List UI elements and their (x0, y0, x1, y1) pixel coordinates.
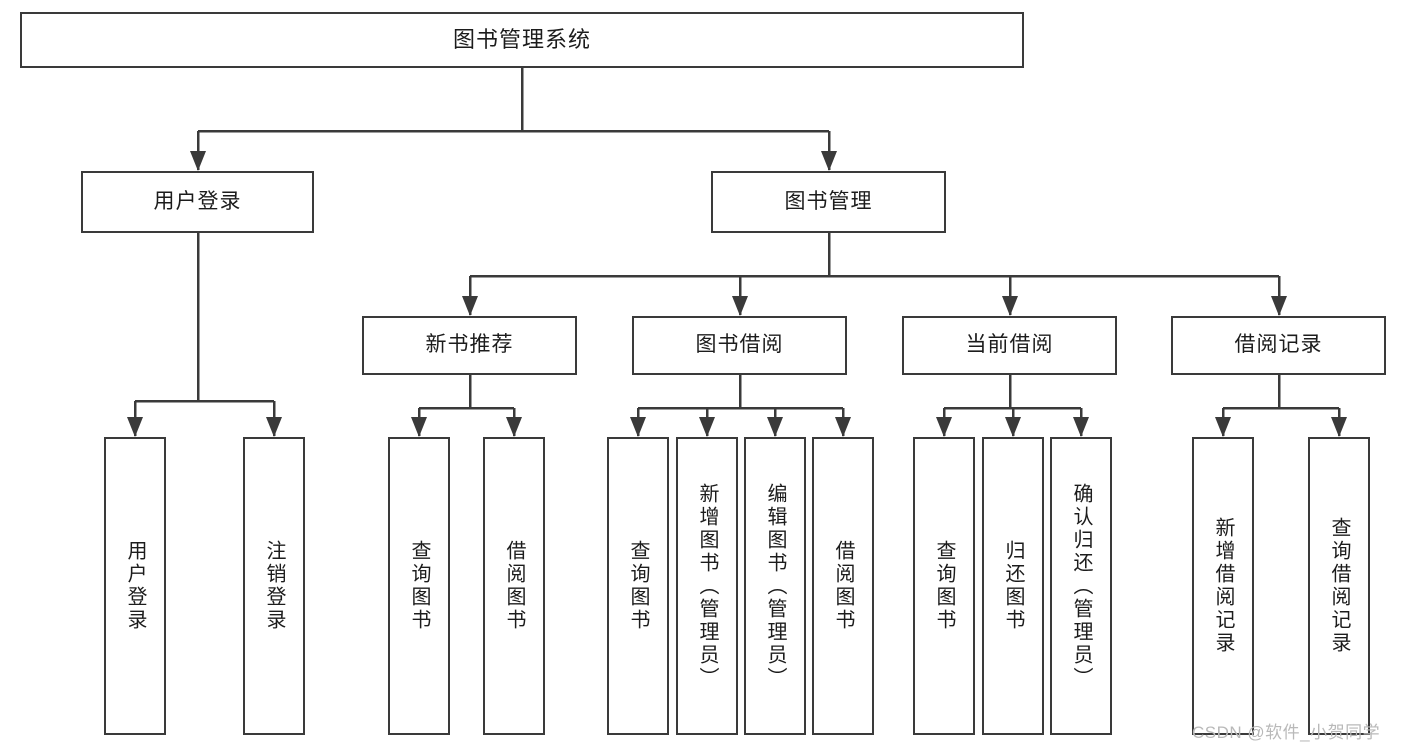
arrowhead-borrow-2 (767, 417, 783, 437)
arrowhead-borrow-0 (630, 417, 646, 437)
node-borrow[interactable]: 图书借阅 (632, 316, 847, 375)
arrowhead-newbook-1 (506, 417, 522, 437)
node-leaf-rec-1[interactable]: 新增借阅记录 (1192, 437, 1254, 735)
node-label: 图书管理系统 (452, 27, 591, 53)
watermark-text: CSDN @软件_小贺同学 (1192, 723, 1381, 742)
arrowhead-root-0 (190, 151, 206, 171)
node-label: 新书推荐 (425, 333, 514, 357)
node-label: 查询图书 (627, 540, 649, 632)
node-bookmgmt[interactable]: 图书管理 (711, 171, 946, 233)
arrowhead-bookmgmt-3 (1271, 296, 1287, 316)
node-leaf-login-2[interactable]: 注销登录 (243, 437, 305, 735)
node-root[interactable]: 图书管理系统 (20, 12, 1024, 68)
node-label: 查询借阅记录 (1328, 517, 1350, 655)
arrowhead-records-1 (1331, 417, 1347, 437)
arrowhead-borrow-3 (835, 417, 851, 437)
arrowhead-current-0 (936, 417, 952, 437)
arrowhead-login-0 (127, 417, 143, 437)
node-leaf-borrow-3[interactable]: 编辑图书（管理员） (744, 437, 806, 735)
arrowhead-newbook-0 (411, 417, 427, 437)
node-current[interactable]: 当前借阅 (902, 316, 1117, 375)
node-label: 注销登录 (263, 540, 285, 632)
node-label: 查询图书 (933, 540, 955, 632)
node-leaf-borrow-2[interactable]: 新增图书（管理员） (676, 437, 738, 735)
node-label: 归还图书 (1002, 540, 1024, 632)
arrowhead-login-1 (266, 417, 282, 437)
node-label: 借阅图书 (503, 540, 525, 632)
node-label: 图书借阅 (695, 333, 784, 357)
arrowhead-borrow-1 (699, 417, 715, 437)
node-records[interactable]: 借阅记录 (1171, 316, 1386, 375)
node-label: 编辑图书（管理员） (764, 482, 786, 690)
arrowhead-bookmgmt-2 (1002, 296, 1018, 316)
node-leaf-borrow-1[interactable]: 查询图书 (607, 437, 669, 735)
arrowhead-bookmgmt-1 (732, 296, 748, 316)
node-leaf-cur-2[interactable]: 归还图书 (982, 437, 1044, 735)
node-leaf-rec-2[interactable]: 查询借阅记录 (1308, 437, 1370, 735)
node-label: 查询图书 (408, 540, 430, 632)
arrowhead-root-1 (821, 151, 837, 171)
node-newbook[interactable]: 新书推荐 (362, 316, 577, 375)
node-login[interactable]: 用户登录 (81, 171, 314, 233)
node-label: 用户登录 (124, 540, 146, 632)
node-label: 借阅记录 (1234, 333, 1323, 357)
node-leaf-login-1[interactable]: 用户登录 (104, 437, 166, 735)
node-label: 用户登录 (153, 189, 242, 213)
arrowhead-bookmgmt-0 (462, 296, 478, 316)
arrowhead-records-0 (1215, 417, 1231, 437)
node-label: 当前借阅 (965, 333, 1054, 357)
node-leaf-new-1[interactable]: 查询图书 (388, 437, 450, 735)
node-label: 借阅图书 (832, 540, 854, 632)
arrowhead-current-1 (1005, 417, 1021, 437)
node-leaf-cur-1[interactable]: 查询图书 (913, 437, 975, 735)
node-leaf-new-2[interactable]: 借阅图书 (483, 437, 545, 735)
node-leaf-borrow-4[interactable]: 借阅图书 (812, 437, 874, 735)
node-leaf-cur-3[interactable]: 确认归还（管理员） (1050, 437, 1112, 735)
node-label: 图书管理 (784, 189, 873, 213)
arrowhead-current-2 (1073, 417, 1089, 437)
node-label: 确认归还（管理员） (1070, 482, 1092, 690)
node-label: 新增借阅记录 (1212, 517, 1234, 655)
node-label: 新增图书（管理员） (696, 482, 718, 690)
